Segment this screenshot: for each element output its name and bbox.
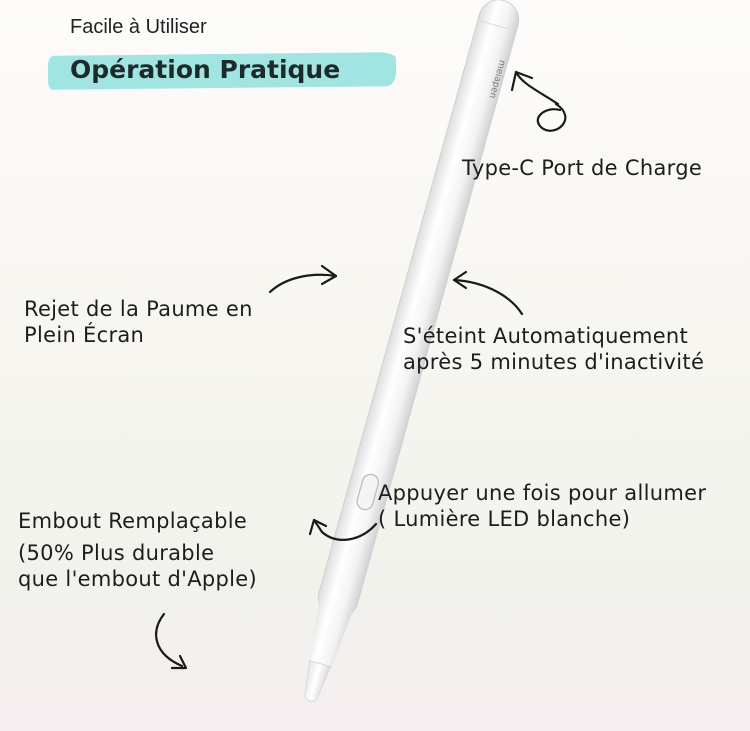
callout-palm: Rejet de la Paume en Plein Écran [24,296,253,348]
callout-auto-off-line-1: S'éteint Automatiquement [403,324,689,348]
arrow-tip-icon [155,612,188,670]
callout-tip-line-1: Embout Remplaçable [18,509,248,533]
callout-auto-off: S'éteint Automatiquement après 5 minutes… [403,323,704,375]
arrow-button-icon [308,518,378,541]
callout-port-text: Type-C Port de Charge [462,156,703,180]
callout-palm-line-2: Plein Écran [24,323,145,347]
callout-button: Appuyer une fois pour allumer ( Lumière … [378,480,706,532]
arrow-palm-icon [268,264,338,294]
callout-tip: Embout Remplaçable (50% Plus durable que… [18,508,257,592]
callout-tip-line-2: (50% Plus durable [18,541,215,565]
callout-tip-line-3: que l'embout d'Apple) [18,567,257,591]
callout-auto-off-line-2: après 5 minutes d'inactivité [403,350,705,374]
power-button [356,473,380,511]
kicker-text: Facile à Utiliser [70,16,207,38]
pen-taper [308,573,363,669]
callout-button-line-1: Appuyer une fois pour allumer [378,481,707,505]
callout-button-line-2: ( Lumière LED blanche) [378,507,631,531]
arrow-port-icon [510,70,567,132]
callout-palm-line-1: Rejet de la Paume en [24,297,253,321]
arrow-autooff-icon [452,270,524,316]
page-title: Opération Pratique [70,55,341,84]
pen-tip [304,660,332,702]
callout-port: Type-C Port de Charge [462,155,702,181]
pen-cap-seam [479,20,515,31]
